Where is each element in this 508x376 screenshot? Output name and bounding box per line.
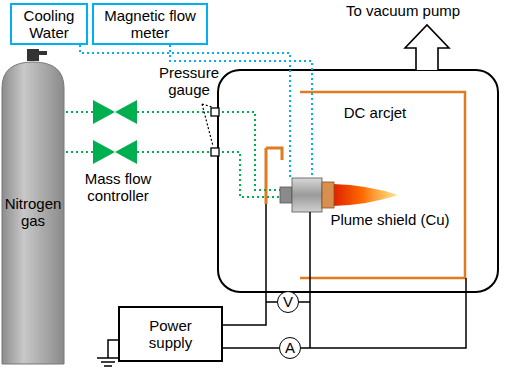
cooling-water-box: Cooling Water xyxy=(10,3,88,45)
node-text: Cooling Water xyxy=(14,7,84,42)
arcjet-rear xyxy=(280,187,292,203)
arcjet-label: DC arcjet xyxy=(330,104,420,121)
arcjet-nozzle xyxy=(322,182,334,208)
pump-label: To vacuum pump xyxy=(328,2,478,19)
node-text: Magnetic flow meter xyxy=(96,7,204,42)
controller-label: Mass flow controller xyxy=(66,170,170,205)
cylinder-valve xyxy=(39,51,47,55)
wire xyxy=(223,204,266,325)
gas-cylinder: Nitrogen gas xyxy=(0,58,66,366)
cylinder-body xyxy=(2,62,64,364)
node-text: Power supply xyxy=(140,317,202,352)
node-text: A xyxy=(285,339,295,356)
voltmeter: V xyxy=(277,291,299,313)
gauge-label: Pressure gauge xyxy=(150,64,228,99)
wire-connector xyxy=(223,347,279,349)
node-text: V xyxy=(283,293,293,310)
ammeter: A xyxy=(279,337,301,359)
plume-shield xyxy=(300,92,465,278)
power-supply-box: Power supply xyxy=(118,306,223,362)
arcjet-body xyxy=(292,178,322,212)
cooling-water-line xyxy=(80,45,290,178)
pressure-gauge xyxy=(211,148,219,156)
ground-symbol xyxy=(97,340,119,366)
cylinder-valve xyxy=(27,49,39,61)
mass-flow-controller xyxy=(93,100,137,124)
shield-label: Plume shield (Cu) xyxy=(322,211,458,228)
flow-meter-box: Magnetic flow meter xyxy=(92,3,208,45)
pump-arrow xyxy=(405,25,449,70)
wire xyxy=(301,212,466,348)
vacuum-chamber xyxy=(218,70,498,292)
pressure-gauge xyxy=(211,108,219,116)
mass-flow-controller xyxy=(93,140,137,164)
node-text: Nitrogen gas xyxy=(4,195,62,230)
plume xyxy=(333,184,398,206)
gauge-pointer xyxy=(202,104,213,146)
